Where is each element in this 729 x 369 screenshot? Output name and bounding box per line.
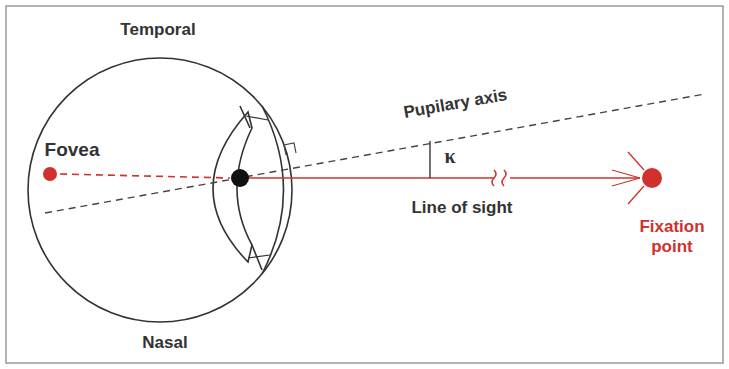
- angle-symbol: κ: [444, 144, 455, 168]
- iris-edge: [246, 116, 270, 258]
- fixation-rays: [612, 152, 644, 204]
- iris: [240, 106, 262, 270]
- frame: [6, 6, 723, 363]
- point-label: Fixation point: [622, 217, 722, 258]
- fixation-dot: [642, 168, 662, 188]
- right-angle-mark: [284, 143, 296, 155]
- break-mark: [492, 170, 506, 186]
- region-label: Temporal: [120, 20, 195, 40]
- cornea: [262, 106, 284, 274]
- axis-label: Line of sight: [411, 198, 512, 218]
- angle-marker: [429, 141, 430, 178]
- axis-label: Pupilary axis: [402, 85, 509, 123]
- pupillary-axis-line: [45, 94, 705, 213]
- eyeball: [28, 58, 292, 322]
- line-of-sight: [240, 177, 494, 179]
- fovea-dot: [43, 167, 57, 181]
- nodal-point: [231, 169, 249, 187]
- visual-axis-dashed: [60, 174, 230, 178]
- part-label: Fovea: [45, 139, 100, 162]
- region-label: Nasal: [142, 333, 187, 353]
- line-of-sight: [510, 177, 640, 179]
- lens: [213, 112, 252, 262]
